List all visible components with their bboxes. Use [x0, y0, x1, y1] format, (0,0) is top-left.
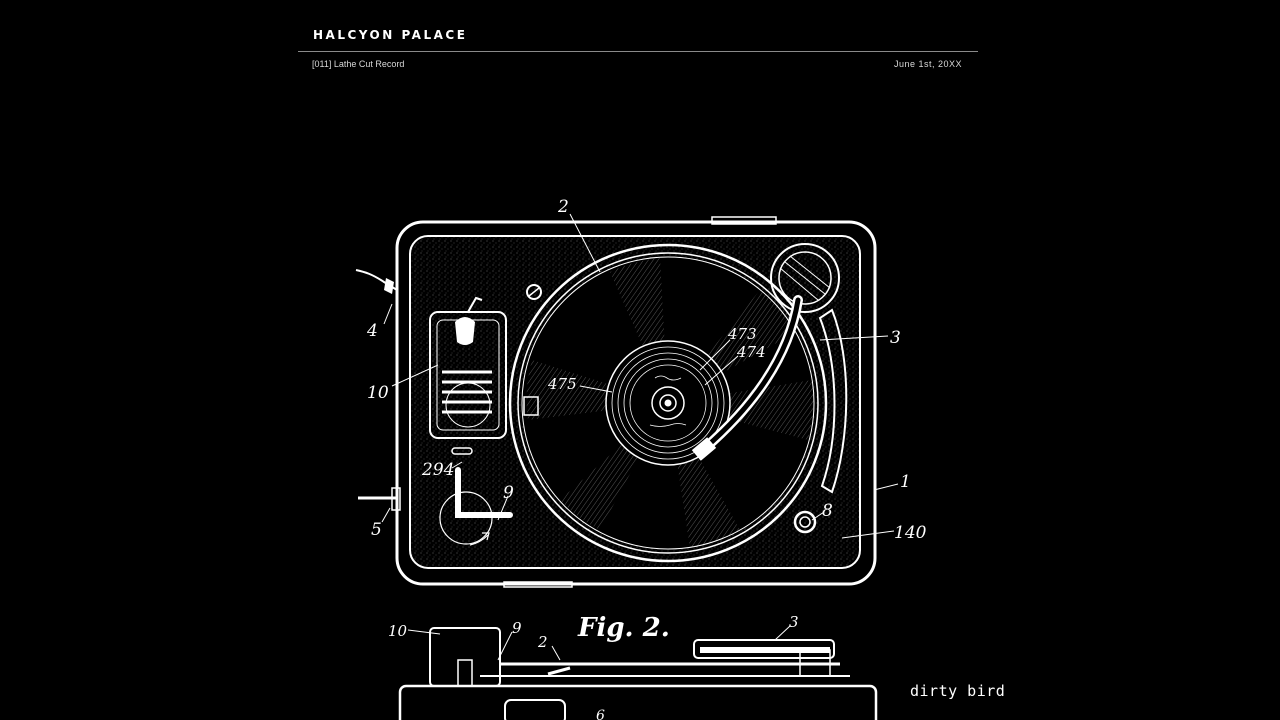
part-labels: 2 3 1 140 8 4 10 294 9 5 473 474 475 — [366, 197, 927, 543]
fig2-label-9: 9 — [512, 619, 522, 637]
label-4: 4 — [366, 321, 378, 341]
label-473: 473 — [727, 325, 757, 343]
fig2-side-view — [398, 625, 878, 720]
label-140: 140 — [894, 523, 927, 543]
label-475: 475 — [547, 375, 577, 393]
fig2-label-6: 6 — [596, 708, 605, 720]
label-10: 10 — [367, 383, 389, 403]
dirty-bird-logo: dirty bird — [910, 682, 1006, 700]
label-8: 8 — [822, 501, 833, 521]
leader-lines — [381, 213, 899, 539]
fig2-labels: Fig. 2. 10 9 2 3 6 — [388, 613, 799, 720]
header-divider — [298, 51, 978, 52]
label-3: 3 — [890, 328, 901, 348]
brand-title: HALCYON PALACE — [313, 28, 468, 42]
fig2-label-3: 3 — [789, 613, 799, 631]
release-date: June 1st, 20XX — [893, 59, 962, 69]
header: HALCYON PALACE [011] Lathe Cut Record Ju… — [298, 0, 978, 80]
label-1: 1 — [900, 472, 911, 492]
tonearm — [691, 243, 848, 494]
fig2-label-10: 10 — [388, 622, 408, 640]
platter — [508, 243, 828, 563]
fig2-label-2: 2 — [537, 633, 548, 651]
label-9: 9 — [503, 483, 514, 503]
label-5: 5 — [371, 520, 382, 540]
label-474: 474 — [736, 343, 766, 361]
label-2: 2 — [557, 197, 569, 217]
fig2-caption: Fig. 2. — [577, 613, 670, 643]
record-subtitle: [011] Lathe Cut Record — [312, 59, 405, 69]
left-controls — [355, 269, 817, 546]
label-294: 294 — [421, 460, 454, 480]
